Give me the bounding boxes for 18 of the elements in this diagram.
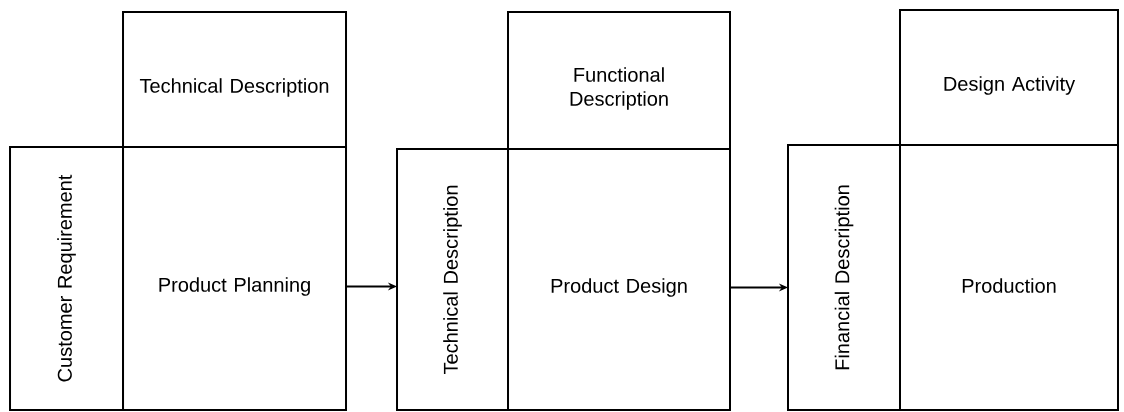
stage-box — [507, 148, 731, 411]
header-box — [122, 11, 347, 148]
header-box — [507, 11, 731, 150]
box-label: Product Planning — [159, 277, 310, 296]
box-label: Customer Requirement — [57, 174, 76, 382]
stage-box — [122, 146, 347, 411]
box-label: Functional Description — [570, 67, 668, 110]
box-label: Design Activity — [944, 76, 1076, 95]
side-box — [9, 146, 124, 411]
box-label: Financial Description — [834, 185, 854, 370]
box-label: Production — [962, 278, 1056, 293]
stage-box — [899, 144, 1119, 411]
box-label: Product Design — [551, 278, 687, 297]
side-box — [787, 144, 901, 411]
box-label: Technical Description — [443, 185, 462, 375]
side-box — [396, 148, 509, 411]
header-box — [899, 9, 1119, 146]
box-label: Technical Description — [139, 78, 329, 97]
